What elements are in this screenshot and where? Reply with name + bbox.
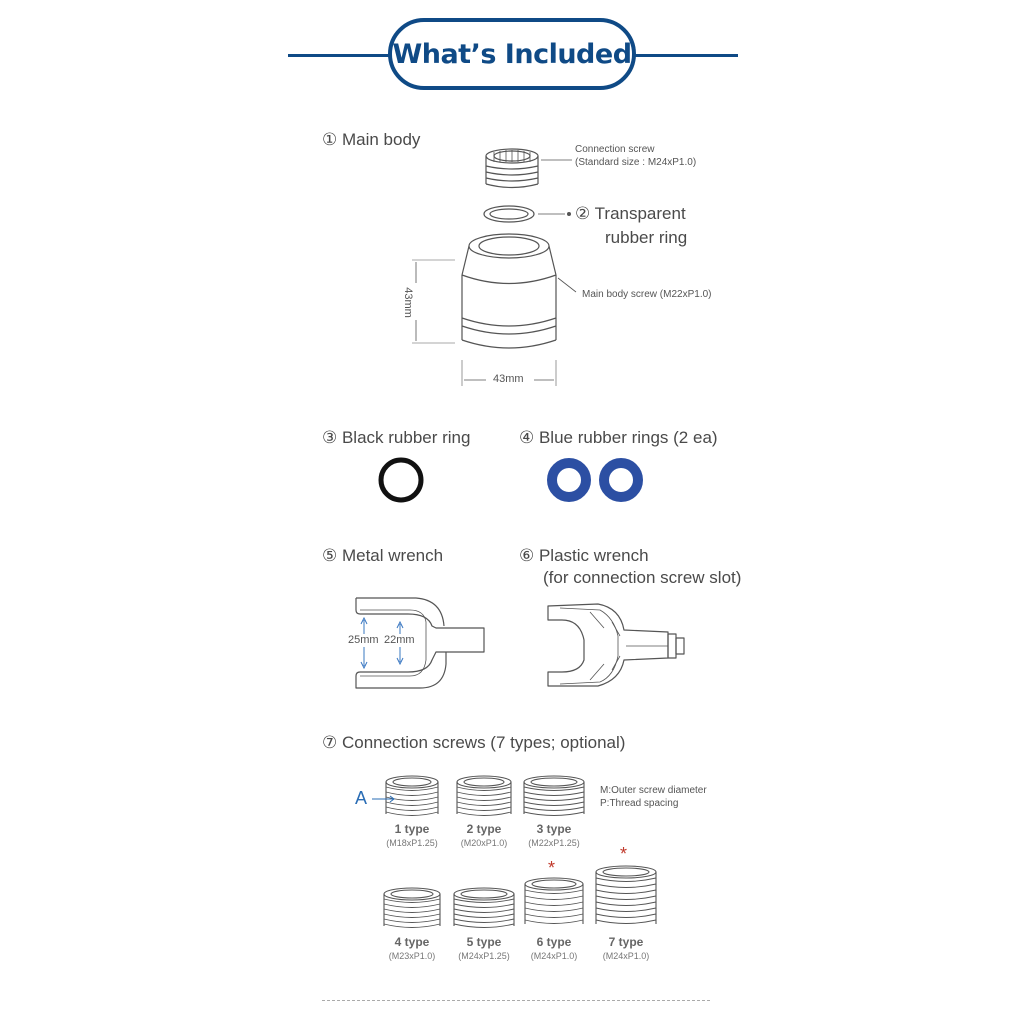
connection-screw-3 xyxy=(523,775,585,816)
marker-a: A xyxy=(355,788,368,808)
connection-screw-1 xyxy=(385,775,439,816)
screw-type-name: 1 type xyxy=(394,822,430,836)
bottom-dashed-divider xyxy=(322,1000,710,1001)
black-ring-title: ③ Black rubber ring xyxy=(322,428,471,447)
wrench-inner-dimension: 22mm xyxy=(384,634,415,647)
plastic-wrench-subtitle: (for connection screw slot) xyxy=(543,568,742,587)
screw-type-name: 6 type xyxy=(536,935,572,949)
legend-p: P:Thread spacing xyxy=(600,798,679,809)
connection-screw-size: (Standard size : M24xP1.0) xyxy=(575,157,697,168)
page-title: What’s Included xyxy=(392,38,632,70)
black-rubber-ring xyxy=(378,457,424,503)
screw-type-spec: (M22xP1.25) xyxy=(528,838,580,848)
header-rule-right xyxy=(634,54,738,57)
screw-type-name: 3 type xyxy=(536,822,572,836)
connection-screw-6 xyxy=(524,877,584,924)
main-body-title: ① Main body xyxy=(322,130,421,149)
screw-type-spec: (M24xP1.0) xyxy=(530,951,578,961)
screw-type-name: 4 type xyxy=(394,935,430,949)
screw-type-name: 7 type xyxy=(608,935,644,949)
transparent-ring-title: ② Transparent xyxy=(575,204,686,223)
main-body-illustration xyxy=(412,148,577,386)
blue-rings-title: ④ Blue rubber rings (2 ea) xyxy=(519,428,718,447)
metal-wrench-drawing xyxy=(355,597,485,689)
plastic-wrench-drawing xyxy=(547,603,685,687)
screw-type-name: 5 type xyxy=(466,935,502,949)
plastic-wrench-title: ⑥ Plastic wrench xyxy=(519,546,649,565)
connection-screw-4 xyxy=(383,887,441,928)
wrench-outer-dimension: 25mm xyxy=(348,634,379,647)
recommended-star-6: * xyxy=(548,858,556,878)
width-dimension: 43mm xyxy=(493,373,524,385)
connection-screw-5 xyxy=(453,887,515,928)
legend-m: M:Outer screw diameter xyxy=(600,785,707,796)
recommended-star-7: * xyxy=(620,844,628,864)
connection-screws-title: ⑦ Connection screws (7 types; optional) xyxy=(322,733,626,752)
connection-screw-label: Connection screw xyxy=(575,144,655,155)
connection-screw-2 xyxy=(456,775,512,816)
header-rule-left xyxy=(288,54,390,57)
screw-type-spec: (M24xP1.0) xyxy=(602,951,650,961)
screw-type-spec: (M23xP1.0) xyxy=(388,951,436,961)
screw-type-spec: (M24xP1.25) xyxy=(458,951,510,961)
connection-screw-7 xyxy=(595,865,657,924)
transparent-ring-title-2: rubber ring xyxy=(605,228,688,247)
header-badge: What’s Included xyxy=(388,18,636,90)
main-body-screw-label: Main body screw (M22xP1.0) xyxy=(582,289,712,300)
screw-type-spec: (M20xP1.0) xyxy=(460,838,508,848)
metal-wrench-title: ⑤ Metal wrench xyxy=(322,546,444,565)
screw-type-name: 2 type xyxy=(466,822,502,836)
screw-type-spec: (M18xP1.25) xyxy=(386,838,438,848)
blue-rubber-rings xyxy=(547,458,643,502)
